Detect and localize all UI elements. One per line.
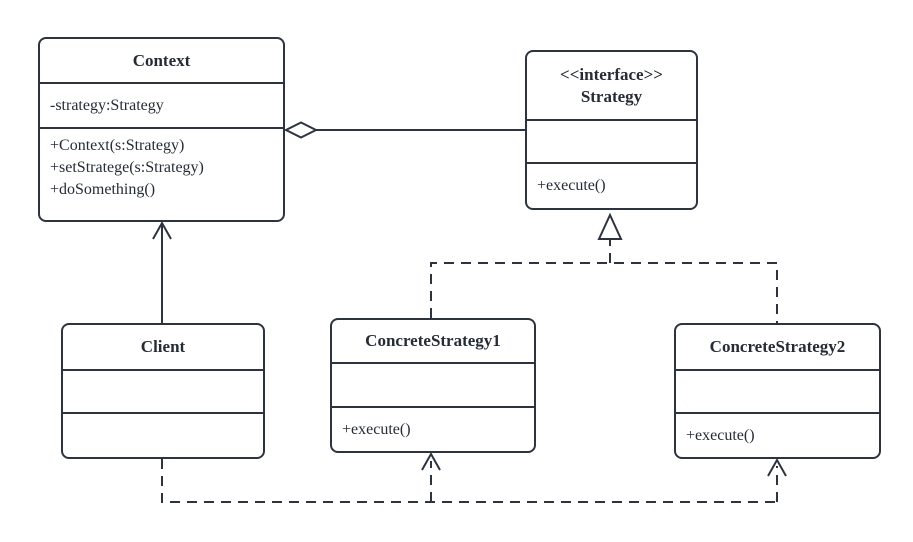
- class-name-strategy: Strategy: [580, 86, 643, 106]
- method-item: +execute(): [342, 420, 411, 438]
- method-item: +execute(): [537, 177, 606, 194]
- class-methods-context: +Context(s:Strategy) +setStratege(s:Stra…: [40, 127, 283, 220]
- class-box-concrete-strategy-1: ConcreteStrategy1 +execute(): [330, 318, 536, 453]
- dependency-line-client-concretestrategies: [161, 459, 778, 503]
- association-arrowhead-icon: [152, 220, 172, 240]
- method-item: +setStratege(s:Strategy): [50, 159, 204, 176]
- class-title-context: Context: [40, 39, 283, 82]
- class-attributes-concrete-strategy-2: [676, 369, 879, 412]
- method-item: +execute(): [686, 426, 755, 444]
- class-title-client: Client: [63, 325, 263, 369]
- attribute-item: -strategy:Strategy: [50, 96, 164, 114]
- dependency-arrowhead-cs2-icon: [767, 457, 787, 477]
- class-methods-client: [63, 412, 263, 457]
- class-stereotype-strategy: <<interface>>: [560, 64, 663, 84]
- method-item: +doSomething(): [50, 181, 156, 198]
- class-title-strategy: <<interface>> Strategy: [527, 52, 696, 119]
- class-name-client: Client: [140, 337, 186, 356]
- class-name-context: Context: [132, 50, 191, 70]
- method-item: +Context(s:Strategy): [50, 137, 185, 154]
- realization-line-concretestrategies-strategy: [430, 240, 778, 323]
- class-box-strategy: <<interface>> Strategy +execute(): [525, 50, 698, 210]
- aggregation-diamond-icon: [283, 121, 319, 139]
- class-title-concrete-strategy-2: ConcreteStrategy2: [676, 325, 879, 369]
- class-attributes-strategy: [527, 119, 696, 162]
- realization-triangle-arrowhead-icon: [597, 212, 623, 240]
- class-attributes-context: -strategy:Strategy: [40, 82, 283, 127]
- class-name-concrete-strategy-2: ConcreteStrategy2: [709, 337, 846, 356]
- class-box-client: Client: [61, 323, 265, 459]
- class-box-context: Context -strategy:Strategy +Context(s:St…: [38, 37, 285, 222]
- dependency-arrowhead-cs1-icon: [421, 451, 441, 471]
- class-title-concrete-strategy-1: ConcreteStrategy1: [332, 320, 534, 362]
- class-methods-strategy: +execute(): [527, 162, 696, 208]
- class-box-concrete-strategy-2: ConcreteStrategy2 +execute(): [674, 323, 881, 459]
- class-name-concrete-strategy-1: ConcreteStrategy1: [365, 331, 501, 350]
- class-attributes-client: [63, 369, 263, 412]
- class-methods-concrete-strategy-2: +execute(): [676, 412, 879, 457]
- class-methods-concrete-strategy-1: +execute(): [332, 406, 534, 451]
- class-attributes-concrete-strategy-1: [332, 362, 534, 406]
